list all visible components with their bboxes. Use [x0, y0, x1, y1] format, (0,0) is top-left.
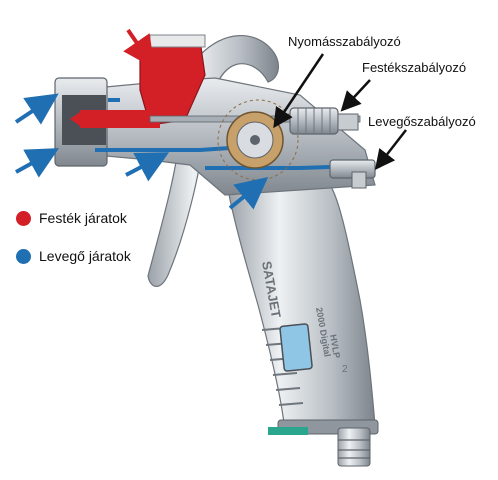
legend-air-label: Levegő járatok: [39, 248, 131, 264]
paint-flow-arrow: [123, 28, 155, 69]
paint-dot-icon: [16, 210, 31, 226]
number-text: 2: [342, 364, 348, 375]
air-inlet-fitting: [337, 427, 371, 467]
legend-air: Levegő járatok: [16, 248, 131, 264]
paint-nozzle: [80, 110, 160, 128]
label-pressure-regulator: Nyomásszabályozó: [288, 34, 401, 49]
label-pointers: [273, 53, 407, 170]
paint-needle: [70, 112, 80, 126]
handle-base-accent: [268, 427, 308, 435]
type-text: HVLP: [328, 334, 342, 359]
digital-pressure-display: [279, 323, 313, 372]
gun-handle: [227, 184, 376, 433]
legend-paint-label: Festék járatok: [39, 210, 127, 226]
paint-cup-rim: [149, 34, 206, 48]
label-air-regulator: Levegőszabályozó: [368, 114, 476, 129]
air-flow-arrows: [14, 93, 269, 210]
legend-paint: Festék járatok: [16, 210, 127, 226]
label-paint-regulator: Festékszabályozó: [362, 60, 467, 75]
air-dot-icon: [16, 248, 31, 264]
